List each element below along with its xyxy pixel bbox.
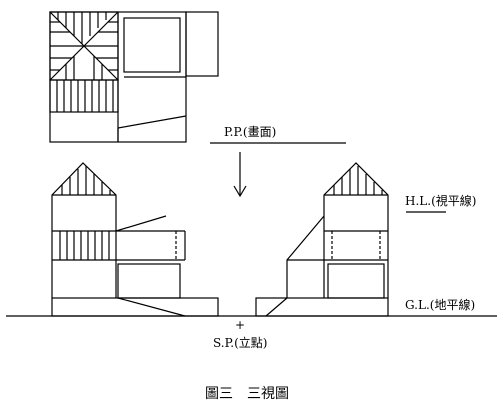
front-elevation xyxy=(51,162,219,317)
plan-annex xyxy=(185,11,219,77)
front-railing xyxy=(59,231,110,260)
ground-line-label: G.L.(地平線) xyxy=(405,297,475,312)
plan-roof xyxy=(49,11,119,81)
side-elevation xyxy=(255,162,389,317)
station-point-mark: + xyxy=(235,318,245,332)
plan-slope xyxy=(117,115,187,142)
plan-inner-room xyxy=(123,17,181,73)
side-railing xyxy=(331,231,381,260)
horizon-line-label: H.L.(視平線) xyxy=(405,193,476,208)
picture-plane-label: P.P.(畫面) xyxy=(224,124,276,139)
front-roof-hatch xyxy=(61,166,111,195)
plan-stairs xyxy=(49,79,119,113)
side-roof-hatch xyxy=(333,166,383,195)
view-direction-arrow xyxy=(233,152,247,198)
figure-caption: 圖三 三視圖 xyxy=(205,386,289,402)
station-point-label: S.P.(立點) xyxy=(213,335,267,350)
plan-view xyxy=(49,11,219,143)
